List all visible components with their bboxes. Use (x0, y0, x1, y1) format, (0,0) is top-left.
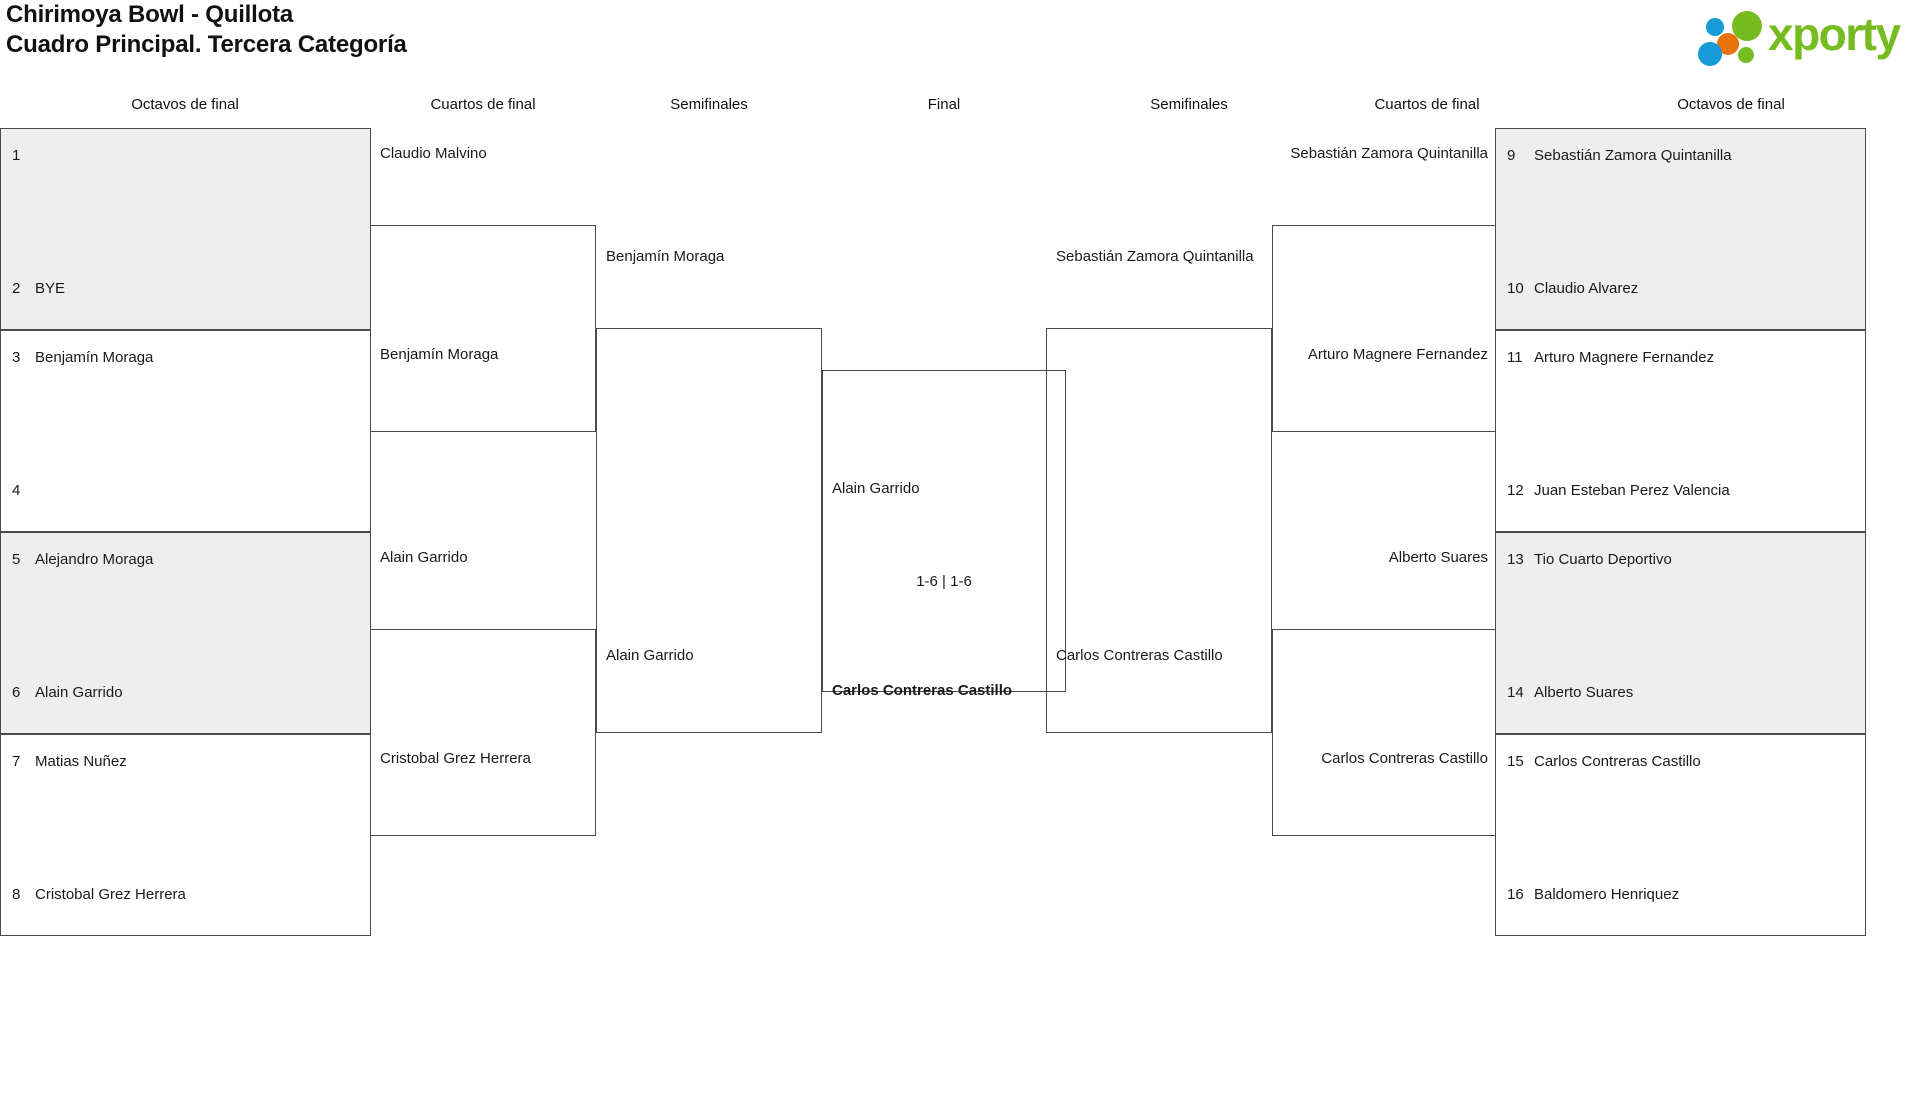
page-title: Chirimoya Bowl - Quillota Cuadro Princip… (6, 0, 407, 60)
seed-player-name: BYE (35, 280, 66, 297)
left-sf-match-1[interactable]: Benjamín Moraga Alain Garrido (596, 248, 822, 733)
seed-player-name: Alain Garrido (35, 684, 123, 701)
final-score: 1-6 | 1-6 (916, 573, 972, 590)
logo-dot-orange (1717, 33, 1739, 55)
seed-slot[interactable]: 12 Juan Esteban Perez Valencia (1496, 480, 1865, 502)
seed-slot[interactable]: 8 Cristobal Grez Herrera (1, 884, 370, 906)
right-qf-match-1[interactable]: Sebastián Zamora Quintanilla Arturo Magn… (1272, 145, 1498, 432)
round-header-left-cuartos: Cuartos de final (430, 96, 536, 113)
seed-number: 10 (1507, 280, 1524, 297)
seed-number: 13 (1507, 551, 1524, 568)
seed-slot[interactable]: 4 (1, 480, 370, 502)
final-top-player: Alain Garrido (832, 480, 920, 497)
seed-number: 14 (1507, 684, 1524, 701)
round-header-left-semis: Semifinales (670, 96, 748, 113)
seed-slot[interactable]: 13 Tio Cuarto Deportivo (1496, 549, 1865, 571)
seed-slot[interactable]: 2 BYE (1, 278, 370, 300)
right-qf-match-2-top: Alberto Suares (1388, 549, 1488, 566)
right-sf-match-1-bottom: Carlos Contreras Castillo (1056, 647, 1223, 664)
right-sf-match-1-top: Sebastián Zamora Quintanilla (1056, 248, 1254, 265)
xporty-logo[interactable]: xporty (1696, 6, 1906, 66)
left-qf-match-2-bottom: Cristobal Grez Herrera (380, 750, 531, 767)
logo-wordmark: xporty (1768, 8, 1901, 60)
left-qf-match-2-top: Alain Garrido (380, 549, 468, 566)
left-seed-pair-3[interactable]: 5 Alejandro Moraga 6 Alain Garrido (0, 532, 371, 734)
seed-player-name: Juan Esteban Perez Valencia (1534, 482, 1730, 499)
left-sf-match-1-bottom: Alain Garrido (606, 647, 694, 664)
left-seed-pair-4[interactable]: 7 Matias Nuñez 8 Cristobal Grez Herrera (0, 734, 371, 936)
seed-number: 3 (12, 349, 21, 366)
seed-slot[interactable]: 16 Baldomero Henriquez (1496, 884, 1865, 906)
round-header-right-semis: Semifinales (1150, 96, 1228, 113)
seed-slot[interactable]: 6 Alain Garrido (1, 682, 370, 704)
seed-number: 12 (1507, 482, 1524, 499)
tournament-name: Chirimoya Bowl - Quillota (6, 1, 294, 28)
seed-number: 4 (12, 482, 21, 499)
seed-slot[interactable]: 9 Sebastián Zamora Quintanilla (1496, 145, 1865, 167)
round-header-left-octavos: Octavos de final (131, 96, 239, 113)
final-bottom-player: Carlos Contreras Castillo (832, 682, 1013, 699)
seed-slot[interactable]: 1 (1, 145, 370, 167)
right-seed-pair-4[interactable]: 15 Carlos Contreras Castillo 16 Baldomero … (1495, 734, 1866, 936)
seed-number: 6 (12, 684, 21, 701)
seed-player-name: Cristobal Grez Herrera (35, 886, 186, 903)
seed-slot[interactable]: 10 Claudio Alvarez (1496, 278, 1865, 300)
seed-player-name: Benjamín Moraga (35, 349, 154, 366)
left-qf-match-1-bottom: Benjamín Moraga (380, 346, 499, 363)
right-seed-pair-1[interactable]: 9 Sebastián Zamora Quintanilla 10 Claudio … (1495, 128, 1866, 330)
logo-dot-green-small (1738, 47, 1754, 63)
seed-slot[interactable]: 11 Arturo Magnere Fernandez (1496, 347, 1865, 369)
seed-player-name: Arturo Magnere Fernandez (1534, 349, 1715, 366)
seed-slot[interactable]: 7 Matias Nuñez (1, 751, 370, 773)
seed-player-name: Alberto Suares (1534, 684, 1634, 701)
seed-player-name: Claudio Alvarez (1534, 280, 1639, 297)
seed-number: 1 (12, 147, 21, 164)
right-qf-match-1-top: Sebastián Zamora Quintanilla (1290, 145, 1488, 162)
seed-player-name: Baldomero Henriquez (1534, 886, 1680, 903)
seed-number: 8 (12, 886, 21, 903)
seed-player-name: Sebastián Zamora Quintanilla (1534, 147, 1732, 164)
logo-dot-blue-small (1706, 18, 1724, 36)
right-qf-match-2[interactable]: Alberto Suares Carlos Contreras Castillo (1272, 549, 1498, 836)
seed-number: 2 (12, 280, 21, 297)
seed-slot[interactable]: 15 Carlos Contreras Castillo (1496, 751, 1865, 773)
left-qf-match-2[interactable]: Alain Garrido Cristobal Grez Herrera (370, 549, 596, 836)
left-seed-pair-2[interactable]: 3 Benjamín Moraga 4 (0, 330, 371, 532)
left-seed-pair-1[interactable]: 1 2 BYE (0, 128, 371, 330)
round-header-right-cuartos: Cuartos de final (1374, 96, 1480, 113)
seed-player-name: Tio Cuarto Deportivo (1534, 551, 1672, 568)
right-qf-match-1-bottom: Arturo Magnere Fernandez (1307, 346, 1488, 363)
logo-dot-green-large (1732, 11, 1762, 41)
left-sf-match-1-top: Benjamín Moraga (606, 248, 725, 265)
right-seed-pair-3[interactable]: 13 Tio Cuarto Deportivo 14 Alberto Suares (1495, 532, 1866, 734)
round-header-right-octavos: Octavos de final (1677, 96, 1785, 113)
right-sf-match-1[interactable]: Sebastián Zamora Quintanilla Carlos Cont… (1046, 248, 1272, 733)
seed-number: 11 (1507, 349, 1523, 366)
seed-number: 16 (1507, 886, 1524, 903)
left-qf-match-1-top: Claudio Malvino (380, 145, 487, 162)
seed-player-name: Alejandro Moraga (35, 551, 154, 568)
right-seed-pair-2[interactable]: 11 Arturo Magnere Fernandez 12 Juan Esteba… (1495, 330, 1866, 532)
seed-player-name: Carlos Contreras Castillo (1534, 753, 1701, 770)
logo-dot-blue-large (1698, 42, 1722, 66)
seed-number: 5 (12, 551, 21, 568)
seed-slot[interactable]: 3 Benjamín Moraga (1, 347, 370, 369)
tournament-draw: Cuadro Principal. Tercera Categoría (6, 31, 407, 58)
final-match[interactable]: Alain Garrido Carlos Contreras Castillo (822, 370, 1066, 699)
left-qf-match-1[interactable]: Claudio Malvino Benjamín Moraga (370, 145, 596, 432)
seed-slot[interactable]: 5 Alejandro Moraga (1, 549, 370, 571)
seed-player-name: Matias Nuñez (35, 753, 127, 770)
seed-number: 7 (12, 753, 21, 770)
seed-slot[interactable]: 14 Alberto Suares (1496, 682, 1865, 704)
right-qf-match-2-bottom: Carlos Contreras Castillo (1321, 750, 1488, 767)
seed-number: 9 (1507, 147, 1516, 164)
seed-number: 15 (1507, 753, 1524, 770)
round-header-final: Final (927, 96, 961, 113)
